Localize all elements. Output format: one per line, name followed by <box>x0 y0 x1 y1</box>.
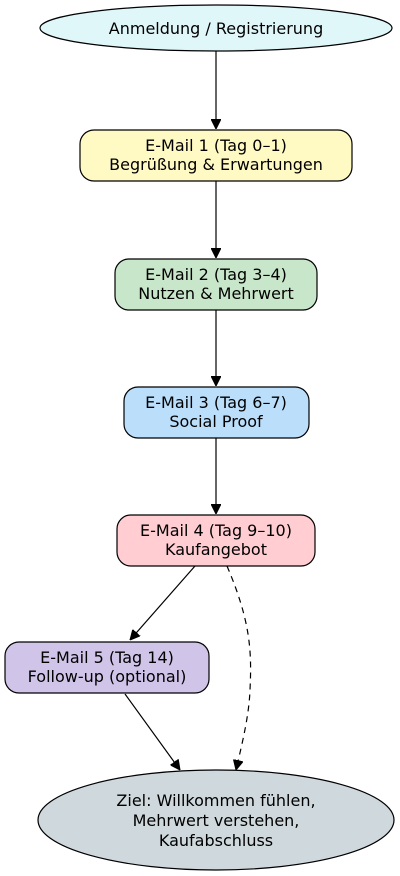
email4-box <box>116 514 316 567</box>
goal-line-2: Mehrwert verstehen, <box>133 811 300 830</box>
email1-box <box>79 129 353 182</box>
email5-box <box>4 641 210 694</box>
email1-subtitle: Begrüßung & Erwartungen <box>109 155 323 174</box>
email5-title: E-Mail 5 (Tag 14) <box>40 648 174 667</box>
email1-title: E-Mail 1 (Tag 0–1) <box>145 136 287 155</box>
edge-email5-to-goal <box>124 693 180 770</box>
email5-subtitle: Follow-up (optional) <box>28 667 187 686</box>
edges <box>124 51 252 770</box>
goal-line-1: Ziel: Willkommen fühlen, <box>116 791 315 810</box>
goal-ellipse <box>37 769 395 871</box>
start-ellipse <box>39 4 393 52</box>
node-email3: E-Mail 3 (Tag 6–7) Social Proof <box>123 386 310 439</box>
email2-box <box>114 258 318 311</box>
goal-line-3: Kaufabschluss <box>159 831 273 850</box>
email2-subtitle: Nutzen & Mehrwert <box>138 284 294 303</box>
node-email1: E-Mail 1 (Tag 0–1) Begrüßung & Erwartung… <box>79 129 353 182</box>
node-email5: E-Mail 5 (Tag 14) Follow-up (optional) <box>4 641 210 694</box>
start-label: Anmeldung / Registrierung <box>109 19 323 38</box>
node-email2: E-Mail 2 (Tag 3–4) Nutzen & Mehrwert <box>114 258 318 311</box>
email3-subtitle: Social Proof <box>169 412 263 431</box>
email3-box <box>123 386 310 439</box>
email4-title: E-Mail 4 (Tag 9–10) <box>140 521 292 540</box>
email4-subtitle: Kaufangebot <box>165 540 267 559</box>
node-email4: E-Mail 4 (Tag 9–10) Kaufangebot <box>116 514 316 567</box>
email2-title: E-Mail 2 (Tag 3–4) <box>145 265 287 284</box>
edge-email4-to-goal-dashed <box>226 565 252 770</box>
edge-email4-to-email5 <box>130 565 196 640</box>
node-goal: Ziel: Willkommen fühlen, Mehrwert verste… <box>37 769 395 871</box>
node-start: Anmeldung / Registrierung <box>39 4 393 52</box>
email3-title: E-Mail 3 (Tag 6–7) <box>145 393 287 412</box>
